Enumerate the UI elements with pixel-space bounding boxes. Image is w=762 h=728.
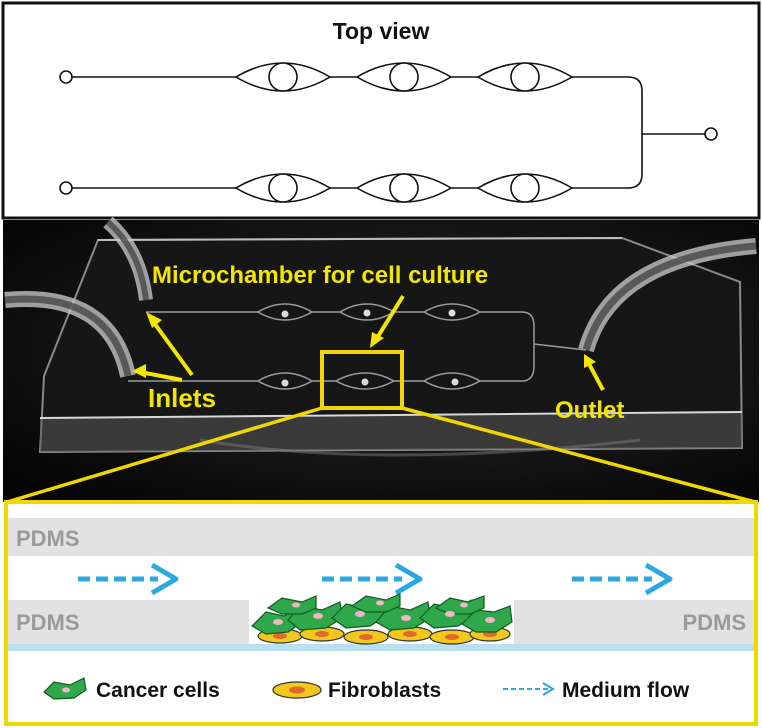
legend-medium-flow: Medium flow	[562, 679, 690, 702]
chip-edge-highlight	[39, 411, 743, 419]
outlet-label: Outlet	[555, 397, 624, 424]
chamber-lower-2	[355, 173, 453, 203]
fibroblast-cell	[343, 629, 389, 645]
fibroblast-legend-nucleus	[289, 686, 305, 694]
chip-back-edge	[97, 237, 623, 241]
cross-section-panel: PDMS PDMS PDMS	[4, 500, 758, 726]
inlet-port-lower	[59, 181, 73, 195]
medium-flow-legend-head	[542, 682, 555, 696]
arrow-to-outlet	[586, 361, 605, 391]
label-arrows	[139, 294, 605, 391]
top-view-title: Top view	[333, 18, 430, 44]
flow-arrow-2-head	[394, 562, 423, 596]
glass-substrate	[8, 644, 754, 651]
cancer-nuclei	[273, 600, 495, 625]
device-photo-panel: Microchamber for cell culture Inlets Out…	[3, 216, 759, 504]
tube-upper-inlet-core	[105, 219, 149, 301]
flow-arrow-3-head	[644, 562, 673, 596]
fibroblast-cell	[429, 629, 475, 645]
chamber-upper-1	[234, 62, 332, 92]
chamber-lower-3	[476, 173, 574, 203]
arrow-to-chamber	[375, 294, 405, 340]
chamber-lower-1	[234, 173, 332, 203]
fibroblast-layer	[257, 626, 511, 645]
tube-outlet-core	[582, 242, 757, 351]
arrow-to-upper-inlet	[150, 318, 194, 377]
legend: Cancer cells Fibroblasts Medium flow	[43, 677, 690, 702]
pdms-right-block	[514, 600, 754, 644]
channel-lower-bend	[627, 134, 643, 189]
pdms-top-label: PDMS	[16, 526, 80, 551]
legend-cancer-cells: Cancer cells	[96, 679, 220, 702]
flow-arrows	[78, 562, 673, 596]
channel-upper-bend	[627, 76, 643, 134]
pdms-top-layer	[8, 518, 754, 556]
pdms-left-label: PDMS	[16, 610, 80, 635]
chamber-upper-3	[476, 62, 574, 92]
chip-reflection	[199, 438, 641, 457]
arrow-heads	[132, 312, 596, 378]
pdms-right-label: PDMS	[682, 610, 746, 635]
inlet-port-upper	[59, 70, 73, 84]
tube-lower-inlet-core	[4, 295, 132, 377]
pdms-left-block	[8, 600, 249, 644]
microchamber-label: Microchamber for cell culture	[152, 262, 488, 289]
photo-wells	[281, 309, 459, 387]
zoom-line-right	[401, 406, 756, 504]
arrow-to-lower-inlet	[139, 370, 183, 382]
top-view-panel: Top view	[1, 1, 761, 220]
legend-fibroblasts: Fibroblasts	[328, 679, 441, 702]
outlet-port	[704, 127, 718, 141]
cancer-cell-legend-nucleus	[62, 687, 70, 693]
chamber-highlight-box	[320, 350, 404, 410]
flow-arrow-1-head	[150, 562, 179, 596]
inlets-label: Inlets	[148, 383, 216, 413]
chamber-upper-2	[355, 62, 453, 92]
zoom-line-left	[6, 406, 323, 504]
